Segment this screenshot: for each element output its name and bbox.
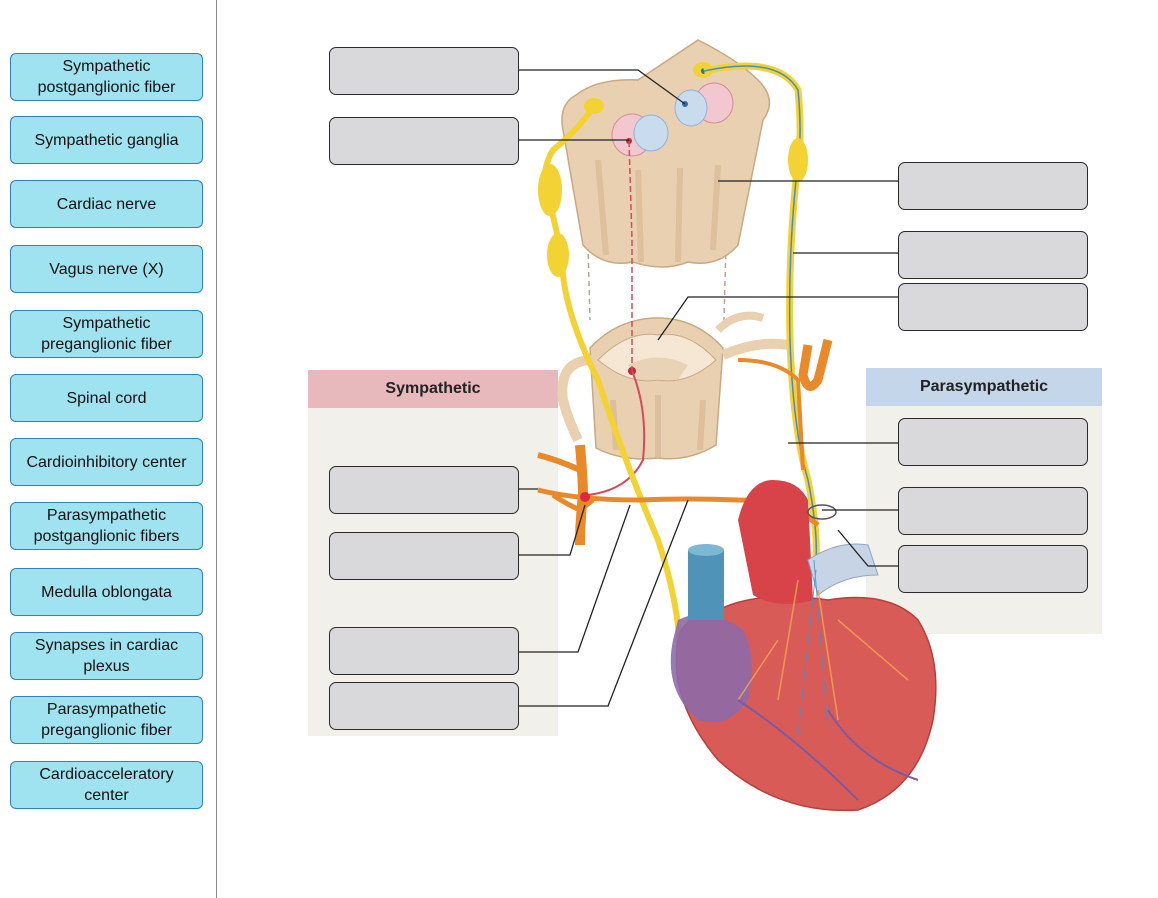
label-tile[interactable]: Cardioacceleratory center xyxy=(10,761,203,809)
preganglionic-red-fiber xyxy=(587,370,646,496)
label-tile[interactable]: Sympathetic postganglionic fiber xyxy=(10,53,203,101)
anatomy-illustration xyxy=(519,39,937,812)
label-tile[interactable]: Medulla oblongata xyxy=(10,568,203,616)
label-tile[interactable]: Parasympathetic postganglionic fibers xyxy=(10,502,203,550)
aorta xyxy=(738,480,813,604)
answer-dropzone[interactable] xyxy=(898,418,1088,466)
vagus-nerve-inner xyxy=(703,65,818,561)
label-tile[interactable]: Cardiac nerve xyxy=(10,180,203,228)
cardioacceleratory-tract xyxy=(628,140,633,371)
heart-illustration xyxy=(670,480,937,812)
answer-dropzone[interactable] xyxy=(329,627,519,675)
label-bank: Sympathetic postganglionic fiber Sympath… xyxy=(0,0,217,898)
medulla-oblongata-illustration xyxy=(561,39,771,268)
answer-dropzone[interactable] xyxy=(329,47,519,95)
guide-line-right xyxy=(723,244,727,321)
label-tile[interactable]: Parasympathetic preganglionic fiber xyxy=(10,696,203,744)
label-tile[interactable]: Sympathetic ganglia xyxy=(10,116,203,164)
ganglion-bulge-1 xyxy=(538,164,562,216)
cardiac-plexus-ring xyxy=(807,504,837,520)
spinal-cord-illustration xyxy=(557,311,789,460)
parasympathetic-panel-header: Parasympathetic xyxy=(866,368,1102,406)
sympathetic-yellow-nerve xyxy=(541,104,683,651)
label-tile[interactable]: Spinal cord xyxy=(10,374,203,422)
answer-dropzone[interactable] xyxy=(898,231,1088,279)
sympathetic-panel-header: Sympathetic xyxy=(308,370,558,408)
heart-innervation-diagram: Sympathetic Parasympathetic xyxy=(218,0,1158,898)
answer-dropzone[interactable] xyxy=(329,466,519,514)
answer-dropzone[interactable] xyxy=(329,532,519,580)
leader-lines xyxy=(519,69,898,707)
label-tile[interactable]: Vagus nerve (X) xyxy=(10,245,203,293)
answer-dropzone[interactable] xyxy=(898,487,1088,535)
answer-dropzone[interactable] xyxy=(329,117,519,165)
answer-dropzone[interactable] xyxy=(898,162,1088,210)
answer-dropzone[interactable] xyxy=(898,545,1088,593)
sympathetic-ganglion-right xyxy=(798,338,833,391)
superior-vena-cava xyxy=(688,550,724,620)
ganglion-bulge-2 xyxy=(547,233,569,277)
answer-dropzone[interactable] xyxy=(329,682,519,730)
label-tile[interactable]: Cardioinhibitory center xyxy=(10,438,203,486)
guide-line-left xyxy=(587,244,591,321)
answer-dropzone[interactable] xyxy=(898,283,1088,331)
label-tile[interactable]: Sympathetic preganglionic fiber xyxy=(10,310,203,358)
vagus-ganglion xyxy=(788,138,808,182)
label-tile[interactable]: Synapses in cardiac plexus xyxy=(10,632,203,680)
synapse-ganglion xyxy=(580,492,590,502)
